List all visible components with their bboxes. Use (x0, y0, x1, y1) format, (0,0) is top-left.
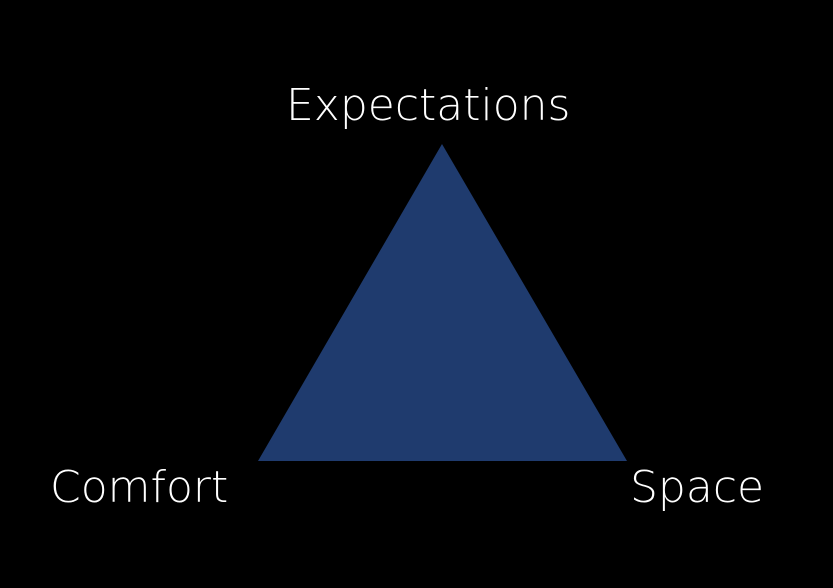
node-label-bottom-right: Space (630, 462, 765, 513)
node-label-top: Expectations (286, 80, 571, 131)
triangle-shape (258, 144, 627, 461)
node-label-bottom-left: Comfort (50, 462, 229, 513)
